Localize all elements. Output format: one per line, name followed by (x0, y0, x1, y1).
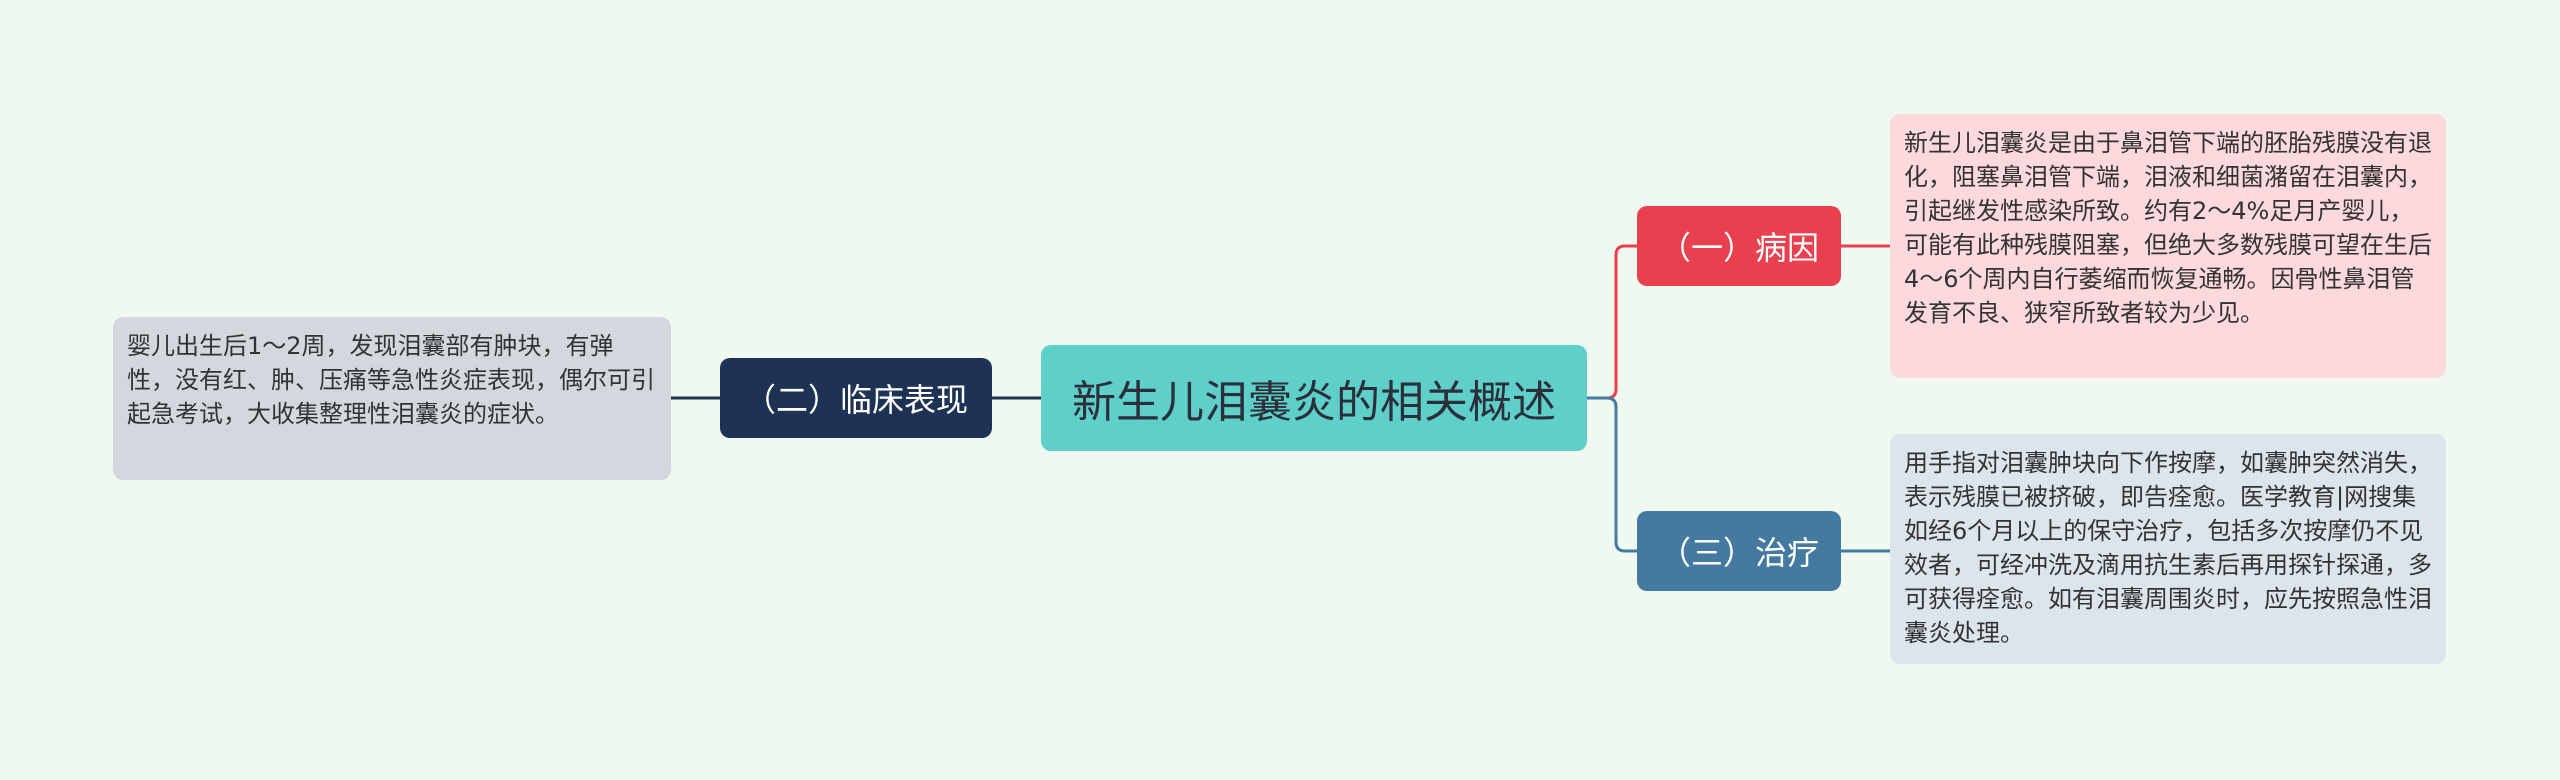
leaf-clinical-text: 婴儿出生后1～2周，发现泪囊部有肿块，有弹性，没有红、肿、压痛等急性炎症表现，偶… (113, 317, 671, 480)
branch-cause[interactable]: （一）病因 (1637, 206, 1841, 286)
branch-cause-label: （一）病因 (1658, 229, 1819, 267)
branch-treatment[interactable]: （三）治疗 (1637, 511, 1841, 591)
connector-root-branch1 (1587, 244, 1637, 400)
leaf-cause-text: 新生儿泪囊炎是由于鼻泪管下端的胚胎残膜没有退化，阻塞鼻泪管下端，泪液和细菌潴留在… (1890, 114, 2446, 378)
root-topic-label: 新生儿泪囊炎的相关概述 (1072, 377, 1556, 428)
root-topic[interactable]: 新生儿泪囊炎的相关概述 (1041, 345, 1587, 451)
branch-treatment-label: （三）治疗 (1658, 534, 1819, 572)
connector-root-branch3 (1587, 396, 1637, 553)
branch-clinical[interactable]: （二）临床表现 (720, 358, 992, 438)
leaf-treatment-text: 用手指对泪囊肿块向下作按摩，如囊肿突然消失，表示残膜已被挤破，即告痊愈。医学教育… (1890, 434, 2446, 664)
branch-clinical-label: （二）临床表现 (743, 381, 968, 419)
